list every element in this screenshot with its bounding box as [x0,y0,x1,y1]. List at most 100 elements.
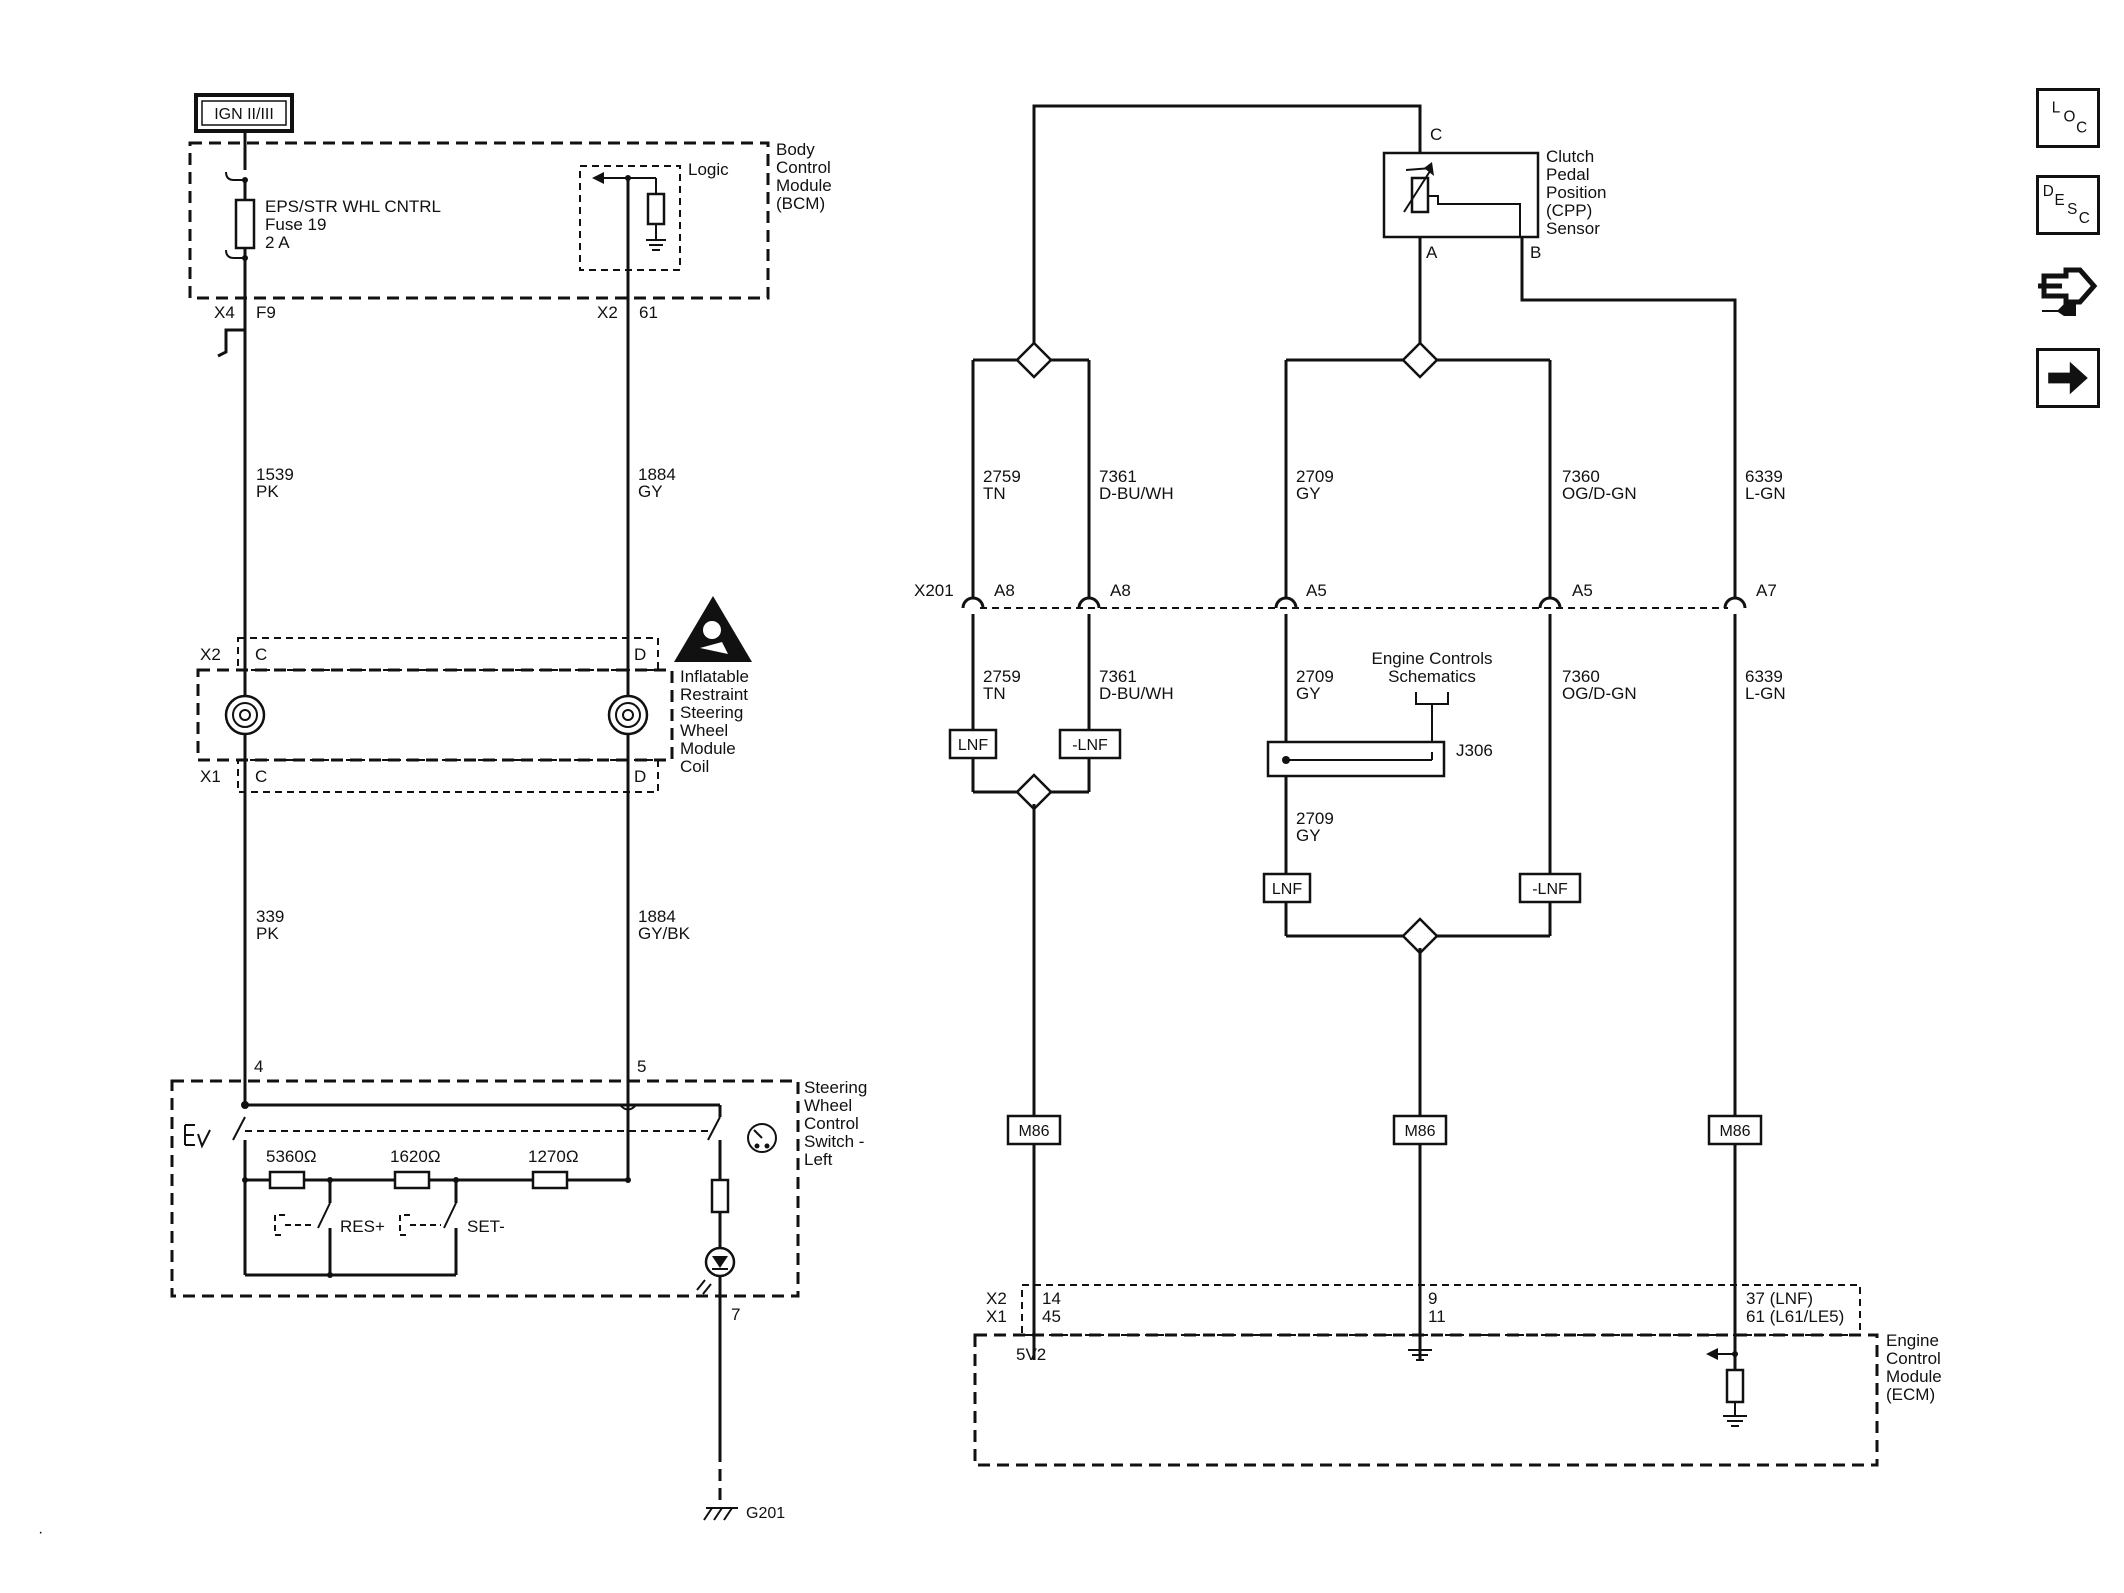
wire-7360b-num: 7360 [1562,667,1600,686]
description-button[interactable]: D E S C [2036,175,2100,235]
wire-7361b-num: 7361 [1099,667,1137,686]
svg-text:-LNF: -LNF [1072,737,1108,754]
swc-pin-5: 5 [637,1057,646,1076]
bcm-name: Body Control Module (BCM) [776,140,832,213]
coil-conn-x2: X2 [200,645,221,664]
ecm-ground-icon [1408,1335,1432,1361]
swc-pin-7: 7 [731,1305,740,1324]
coil-connector-x1 [237,759,659,793]
wire-339-num: 339 [256,907,284,926]
wire-1539-num: 1539 [256,465,294,484]
svg-text:D: D [2043,183,2054,200]
svg-text:Module: Module [1886,1367,1942,1386]
ecm-conn-x2: X2 [986,1289,1007,1308]
cruise-switch-icon [184,1124,211,1149]
coil-pin-c-top: C [255,645,267,664]
wire-2709c-num: 2709 [1296,809,1334,828]
bcm-conn-x4: X4 [214,303,235,322]
res-plus-label: RES+ [340,1217,385,1236]
svg-text:Wheel: Wheel [680,721,728,740]
wire-2709b-num: 2709 [1296,667,1334,686]
wire-7361b-color: D-BU/WH [1099,684,1174,703]
svg-text:(ECM): (ECM) [1886,1385,1935,1404]
location-button[interactable]: L O C [2036,88,2100,148]
wire-7360-num: 7360 [1562,467,1600,486]
svg-text:Control: Control [776,158,831,177]
wire-6339-color: L-GN [1745,484,1786,503]
svg-text:LNF: LNF [958,737,988,754]
coil-outline [196,668,674,762]
resistor-5360 [268,1170,306,1190]
splice-j306-label: J306 [1456,741,1493,760]
svg-text:O: O [2064,109,2076,126]
fuse-name: EPS/STR WHL CNTRL [265,197,441,216]
ecm-5v-reference: 5V2 [1016,1345,1046,1364]
svg-text:Module: Module [680,739,736,758]
svg-text:Control: Control [1886,1349,1941,1368]
x201-pin-a8-1: A8 [994,581,1015,600]
x201-pin-a5-2: A5 [1572,581,1593,600]
svg-text:Steering: Steering [804,1078,867,1097]
cruise-control-icon [747,1123,777,1153]
wire-339-color: PK [256,924,279,943]
cpp-sensor-box [1382,151,1540,239]
bcm-outline [188,141,770,300]
wire-2759b-num: 2759 [983,667,1021,686]
svg-text:Pedal: Pedal [1546,165,1589,184]
wire-2709c-color: GY [1296,826,1321,845]
ecm-pin-9: 9 [1428,1289,1437,1308]
option-lnf-2 [1262,872,1312,904]
svg-text:Steering: Steering [680,703,743,722]
resistor-1620 [393,1170,431,1190]
svg-text:(BCM): (BCM) [776,194,825,213]
resistor-1620-label: 1620Ω [390,1147,441,1166]
x201-pin-a8-2: A8 [1110,581,1131,600]
resistor-5360-label: 5360Ω [266,1147,317,1166]
svg-text:Restraint: Restraint [680,685,748,704]
svg-text:Module: Module [776,176,832,195]
ecm-name: Engine Control Module (ECM) [1886,1331,1942,1404]
svg-text:E: E [2055,192,2065,209]
resistor-1270 [531,1170,569,1190]
splice-pack-3 [1015,773,1053,811]
ign-label: IGN II/III [214,106,274,123]
svg-text:Body: Body [776,140,815,159]
wire-6339b-num: 6339 [1745,667,1783,686]
svg-text:Switch -: Switch - [804,1132,864,1151]
svg-text:Engine Controls: Engine Controls [1372,649,1493,668]
svg-text:-LNF: -LNF [1532,881,1568,898]
fuse-rating: 2 A [265,233,290,252]
wire-2709-color: GY [1296,484,1321,503]
svg-text:Sensor: Sensor [1546,219,1600,238]
resistor-1270-label: 1270Ω [528,1147,579,1166]
coil-pin-d-top: D [634,645,646,664]
wire-7361-color: D-BU/WH [1099,484,1174,503]
cpp-pin-c: C [1430,125,1442,144]
bcm-pin-61: 61 [639,303,658,322]
led-indicator-icon [696,1246,736,1295]
wire-2709-num: 2709 [1296,467,1334,486]
coil-connector-x2 [237,637,659,671]
fuse-19 [234,198,256,250]
wire-7361-num: 7361 [1099,467,1137,486]
wire-1884-color: GY [638,482,663,501]
wire-7360b-color: OG/D-GN [1562,684,1637,703]
corner-mark: · [38,1524,43,1541]
potentiometer-icon [1403,162,1521,237]
svg-text:LNF: LNF [1272,881,1302,898]
set-minus-label: SET- [467,1217,505,1236]
svg-text:Coil: Coil [680,757,709,776]
svg-text:M86: M86 [1404,1123,1435,1140]
coil-name: Inflatable Restraint Steering Wheel Modu… [680,667,749,776]
clockspring-icon [607,694,649,736]
ecm-pin-37: 37 (LNF) [1746,1289,1813,1308]
next-page-button[interactable] [2036,348,2100,408]
swc-pin-4: 4 [254,1057,263,1076]
svg-text:Left: Left [804,1150,833,1169]
swc-name: Steering Wheel Control Switch - Left [804,1078,867,1169]
svg-text:S: S [2067,201,2077,218]
logic-label: Logic [688,160,729,179]
connector-tool-button[interactable] [2036,262,2100,322]
svg-text:Clutch: Clutch [1546,147,1594,166]
